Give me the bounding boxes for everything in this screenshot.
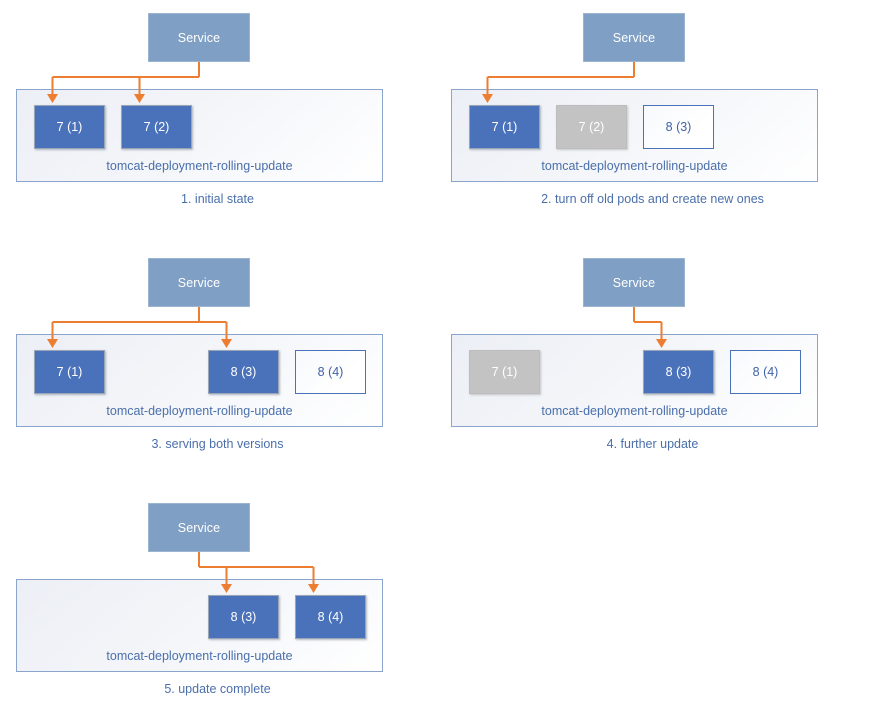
pod-label: 8 (3)	[230, 610, 257, 624]
pod-label: 8 (4)	[317, 610, 344, 624]
service-label: Service	[612, 275, 656, 290]
pod-terminating-slot-1[interactable]: 7 (2)	[556, 105, 627, 149]
service-node[interactable]: Service	[583, 258, 685, 307]
service-node[interactable]: Service	[148, 13, 250, 62]
pod-label: 7 (1)	[491, 365, 518, 379]
panel-2: Service 7 (1) 7 (2) 8 (3) tomcat-deployment-…	[435, 0, 870, 232]
service-label: Service	[177, 275, 221, 290]
pod-terminating-slot-0[interactable]: 7 (1)	[469, 350, 540, 394]
pod-pending-slot-3[interactable]: 8 (4)	[295, 350, 366, 394]
deployment-label: tomcat-deployment-rolling-update	[106, 159, 293, 173]
service-label: Service	[612, 30, 656, 45]
panel-caption: 3. serving both versions	[151, 437, 284, 451]
pod-active-slot-0[interactable]: 7 (1)	[469, 105, 540, 149]
deployment-container[interactable]: 7 (1) 8 (3) 8 (4) tomcat-deployment-rolling…	[451, 334, 818, 427]
pod-label: 8 (3)	[665, 120, 692, 134]
service-node[interactable]: Service	[583, 13, 685, 62]
panel-caption: 1. initial state	[181, 192, 254, 206]
pod-pending-slot-3[interactable]: 8 (4)	[730, 350, 801, 394]
service-node[interactable]: Service	[148, 503, 250, 552]
pod-active-slot-2[interactable]: 8 (3)	[208, 595, 279, 639]
pod-active-slot-1[interactable]: 7 (2)	[121, 105, 192, 149]
panel-3: Service 7 (1) 8 (3) 8 (4) tomcat-deployment-…	[0, 245, 435, 477]
pod-active-slot-0[interactable]: 7 (1)	[34, 350, 105, 394]
service-label: Service	[177, 30, 221, 45]
deployment-label: tomcat-deployment-rolling-update	[106, 404, 293, 418]
deployment-container[interactable]: 7 (1) 8 (3) 8 (4) tomcat-deployment-rolling…	[16, 334, 383, 427]
service-label: Service	[177, 520, 221, 535]
panel-4: Service 7 (1) 8 (3) 8 (4) tomcat-deployment-…	[435, 245, 870, 477]
deployment-container[interactable]: 8 (3) 8 (4) tomcat-deployment-rolling-upda…	[16, 579, 383, 672]
deployment-label: tomcat-deployment-rolling-update	[541, 159, 728, 173]
pod-pending-slot-2[interactable]: 8 (3)	[643, 105, 714, 149]
pod-label: 8 (3)	[665, 365, 692, 379]
pod-active-slot-0[interactable]: 7 (1)	[34, 105, 105, 149]
deployment-label: tomcat-deployment-rolling-update	[106, 649, 293, 663]
pod-label: 7 (1)	[56, 365, 83, 379]
pod-label: 7 (2)	[578, 120, 605, 134]
pod-label: 8 (4)	[317, 365, 344, 379]
pod-label: 8 (3)	[230, 365, 257, 379]
pod-active-slot-2[interactable]: 8 (3)	[208, 350, 279, 394]
pod-active-slot-2[interactable]: 8 (3)	[643, 350, 714, 394]
pod-active-slot-3[interactable]: 8 (4)	[295, 595, 366, 639]
pod-label: 7 (2)	[143, 120, 170, 134]
pod-label: 7 (1)	[491, 120, 518, 134]
deployment-container[interactable]: 7 (1) 7 (2) 8 (3) tomcat-deployment-rolling…	[451, 89, 818, 182]
service-node[interactable]: Service	[148, 258, 250, 307]
panel-1: Service 7 (1) 7 (2) tomcat-deployment-rolli…	[0, 0, 435, 232]
panel-caption: 5. update complete	[164, 682, 271, 696]
panel-caption: 4. further update	[606, 437, 699, 451]
deployment-label: tomcat-deployment-rolling-update	[541, 404, 728, 418]
deployment-container[interactable]: 7 (1) 7 (2) tomcat-deployment-rolling-upda…	[16, 89, 383, 182]
panel-caption: 2. turn off old pods and create new ones	[541, 192, 764, 206]
pod-label: 7 (1)	[56, 120, 83, 134]
panel-5: Service 8 (3) 8 (4) tomcat-deployment-rolli…	[0, 490, 435, 722]
pod-label: 8 (4)	[752, 365, 779, 379]
